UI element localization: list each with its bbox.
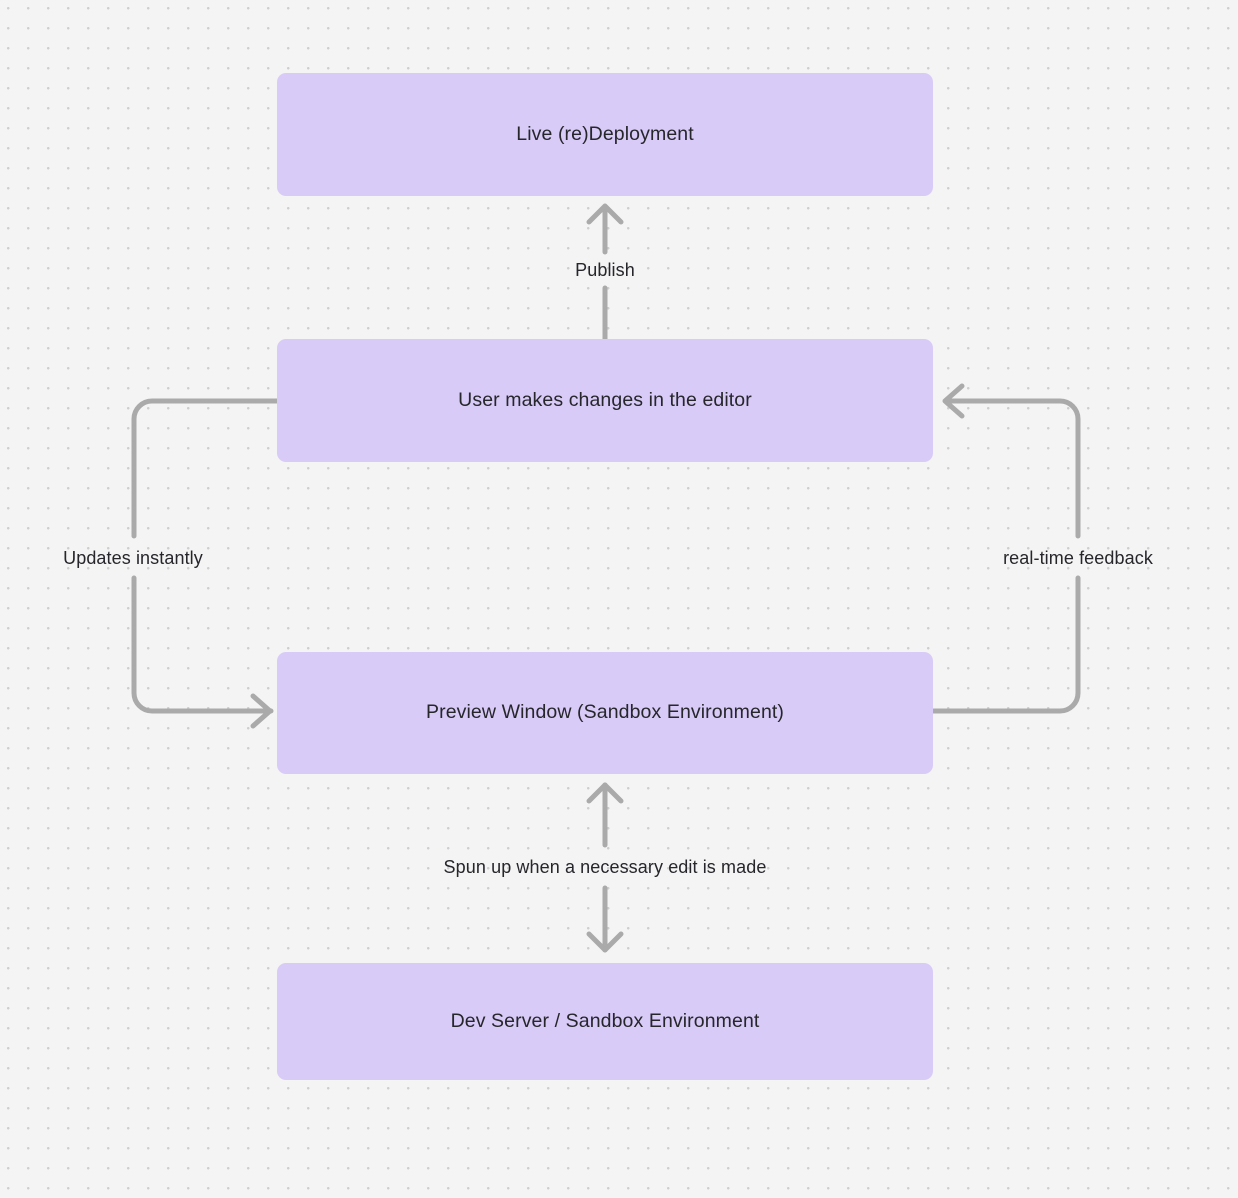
node-label: Preview Window (Sandbox Environment) — [426, 701, 784, 724]
node-user-edits[interactable]: User makes changes in the editor — [277, 339, 933, 462]
edge-label-publish: Publish — [575, 260, 635, 280]
node-label: Dev Server / Sandbox Environment — [450, 1009, 760, 1032]
node-live-deployment[interactable]: Live (re)Deployment — [277, 73, 933, 196]
node-dev-server[interactable]: Dev Server / Sandbox Environment — [277, 963, 933, 1080]
edge-label-real-time-feedback: real-time feedback — [1003, 548, 1153, 568]
node-label: Live (re)Deployment — [516, 122, 694, 145]
node-label: User makes changes in the editor — [458, 388, 752, 411]
edge-label-updates-instantly: Updates instantly — [63, 548, 203, 568]
edge-label-spun-up: Spun up when a necessary edit is made — [443, 857, 767, 877]
node-preview-window[interactable]: Preview Window (Sandbox Environment) — [277, 652, 933, 774]
